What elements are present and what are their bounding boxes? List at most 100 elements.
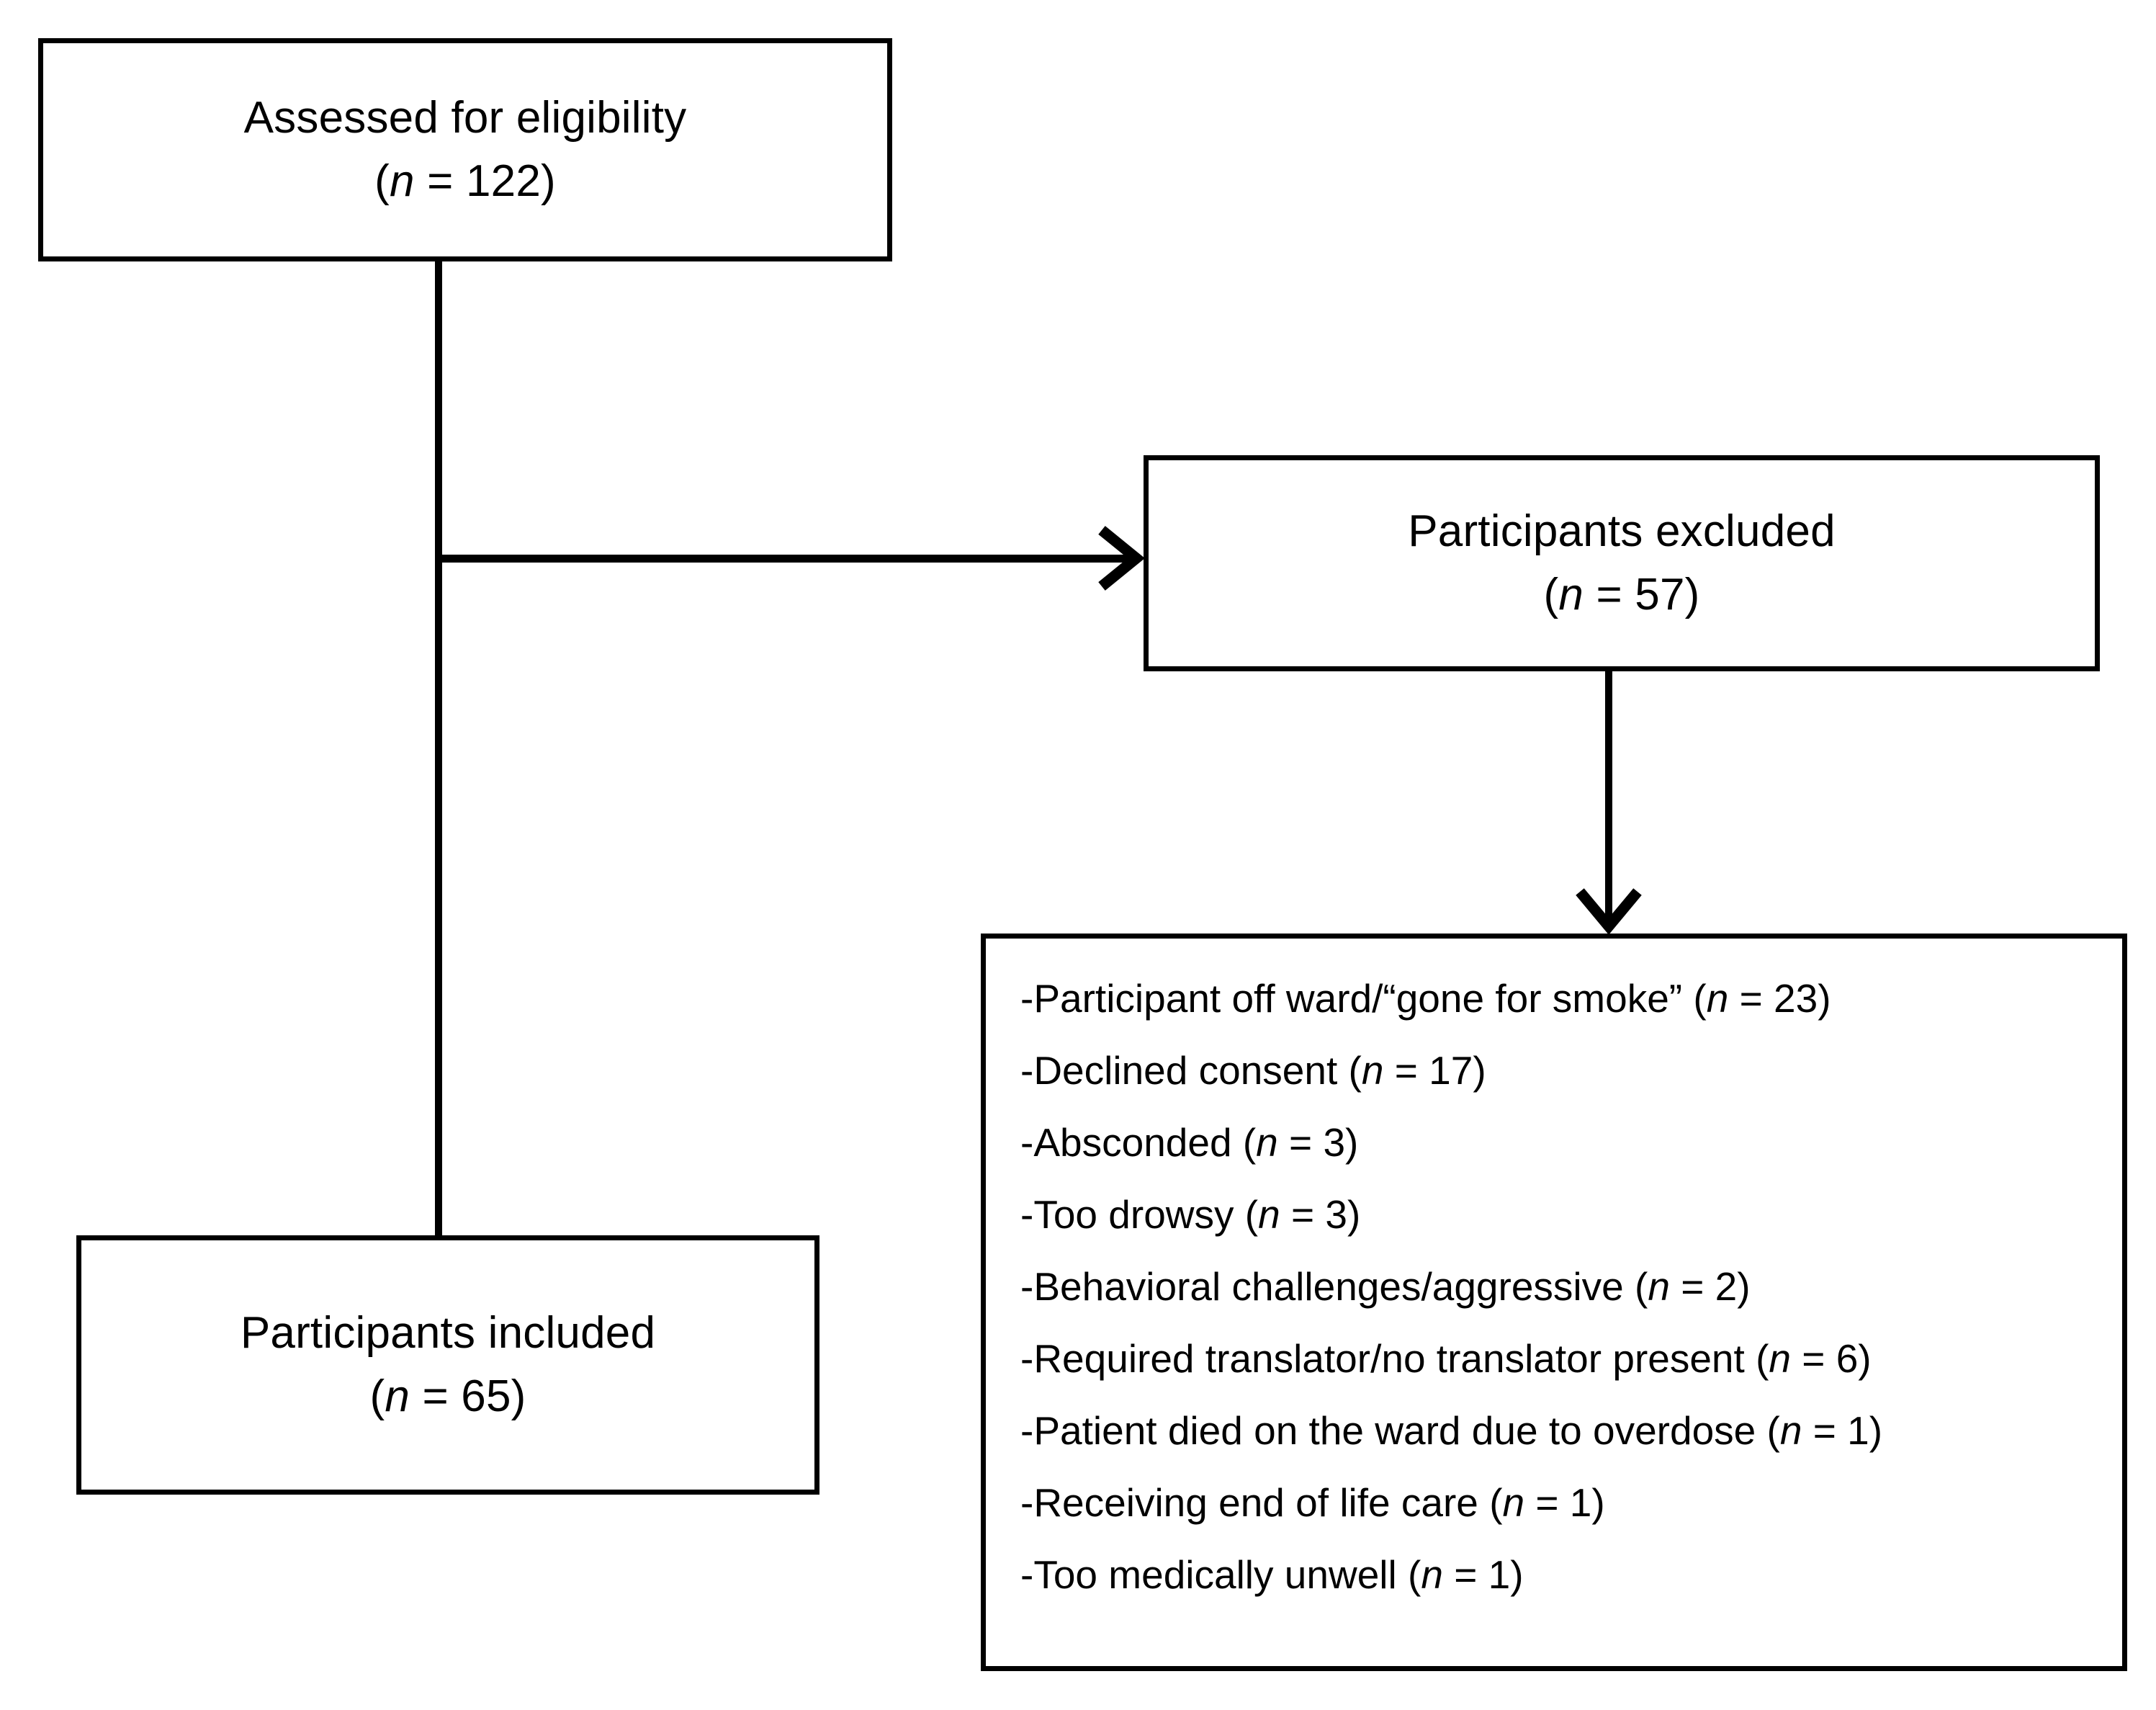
count-open-paren: ( (374, 156, 390, 206)
reason-count-equals: = (1280, 1192, 1326, 1237)
exclusion-reason-item: -Declined consent (n = 17) (1020, 1051, 2101, 1091)
count-equals: = (1584, 570, 1635, 619)
reason-text: Patient died on the ward due to overdose (1033, 1408, 1767, 1453)
reason-count-n-variable: n (1648, 1264, 1670, 1309)
reason-count-value: 6 (1836, 1336, 1859, 1381)
reason-count-open-paren: ( (1489, 1480, 1503, 1525)
node-included-label: Participants included (240, 1307, 656, 1358)
reason-count-n-variable: n (1258, 1192, 1280, 1237)
reason-count-equals: = (1383, 1048, 1429, 1093)
reason-text: Declined consent (1033, 1048, 1349, 1093)
node-excluded-label: Participants excluded (1408, 506, 1836, 556)
reason-bullet-dash: - (1020, 1264, 1034, 1309)
reason-text: Too medically unwell (1033, 1552, 1409, 1597)
count-value: 65 (461, 1371, 511, 1421)
reason-count-n-variable: n (1779, 1408, 1802, 1453)
reason-count-close-paren: ) (1818, 976, 1831, 1021)
count-n-variable: n (1558, 570, 1584, 619)
reason-count-value: 1 (1488, 1552, 1511, 1597)
connector-assessed-to-included (435, 260, 442, 1238)
reason-text: Too drowsy (1033, 1192, 1245, 1237)
node-assessed-count: (n = 122) (374, 150, 556, 213)
reason-count-equals: = (1728, 976, 1774, 1021)
reason-count-n-variable: n (1502, 1480, 1525, 1525)
count-close-paren: ) (541, 156, 556, 206)
reason-bullet-dash: - (1020, 1192, 1034, 1237)
reason-count-close-paren: ) (1473, 1048, 1486, 1093)
reason-count-equals: = (1802, 1408, 1848, 1453)
count-close-paren: ) (1684, 570, 1700, 619)
exclusion-reason-item: -Too medically unwell (n = 1) (1020, 1555, 2101, 1595)
node-included-count: (n = 65) (369, 1365, 526, 1428)
reason-text: Participant off ward/“gone for smoke” (1033, 976, 1694, 1021)
reason-count-open-paren: ( (1635, 1264, 1648, 1309)
node-participants-excluded: Participants excluded (n = 57) (1144, 455, 2100, 671)
reason-bullet-dash: - (1020, 1480, 1034, 1525)
reason-text: Behavioral challenges/aggressive (1033, 1264, 1635, 1309)
arrowhead-right-icon (1098, 526, 1145, 591)
reason-bullet-dash: - (1020, 976, 1034, 1021)
reason-count-close-paren: ) (1347, 1192, 1361, 1237)
reason-count-n-variable: n (1361, 1048, 1384, 1093)
reason-count-open-paren: ( (1408, 1552, 1421, 1597)
count-equals: = (410, 1371, 462, 1421)
arrowhead-down-icon (1576, 888, 1642, 935)
reason-count-equals: = (1442, 1552, 1488, 1597)
reason-count-value: 1 (1847, 1408, 1869, 1453)
exclusion-reason-item: -Behavioral challenges/aggressive (n = 2… (1020, 1267, 2101, 1307)
exclusion-reason-item: -Receiving end of life care (n = 1) (1020, 1483, 2101, 1523)
count-open-paren: ( (369, 1371, 385, 1421)
reason-count-value: 17 (1429, 1048, 1473, 1093)
reason-count-close-paren: ) (1858, 1336, 1872, 1381)
reason-count-n-variable: n (1256, 1120, 1278, 1165)
exclusion-reason-item: -Too drowsy (n = 3) (1020, 1195, 2101, 1235)
connector-excluded-to-reasons (1605, 670, 1612, 926)
node-excluded-count: (n = 57) (1543, 563, 1699, 627)
exclusion-reason-item: -Participant off ward/“gone for smoke” (… (1020, 979, 2101, 1019)
reason-count-value: 2 (1715, 1264, 1738, 1309)
reason-count-close-paren: ) (1345, 1120, 1359, 1165)
reason-count-value: 3 (1323, 1120, 1346, 1165)
count-n-variable: n (390, 156, 415, 206)
count-open-paren: ( (1543, 570, 1559, 619)
reason-count-close-paren: ) (1869, 1408, 1883, 1453)
node-assessed-label: Assessed for eligibility (243, 92, 687, 143)
count-value: 122 (465, 156, 541, 206)
reason-count-equals: = (1524, 1480, 1570, 1525)
node-participants-included: Participants included (n = 65) (76, 1235, 819, 1495)
connector-assessed-to-excluded (435, 555, 1137, 563)
reason-bullet-dash: - (1020, 1336, 1034, 1381)
node-exclusion-reasons-list: -Participant off ward/“gone for smoke” (… (981, 934, 2127, 1671)
reason-count-close-paren: ) (1510, 1552, 1524, 1597)
reason-count-value: 3 (1325, 1192, 1347, 1237)
reason-count-open-paren: ( (1693, 976, 1707, 1021)
reason-count-equals: = (1277, 1120, 1324, 1165)
reason-count-value: 23 (1774, 976, 1818, 1021)
count-close-paren: ) (511, 1371, 526, 1421)
reason-count-n-variable: n (1769, 1336, 1792, 1381)
reason-bullet-dash: - (1020, 1408, 1034, 1453)
reason-bullet-dash: - (1020, 1552, 1034, 1597)
reason-text: Required translator/no translator presen… (1033, 1336, 1756, 1381)
reason-count-close-paren: ) (1591, 1480, 1605, 1525)
reason-count-open-paren: ( (1244, 1192, 1259, 1237)
reason-count-n-variable: n (1421, 1552, 1443, 1597)
reason-count-n-variable: n (1706, 976, 1729, 1021)
reason-count-equals: = (1791, 1336, 1836, 1381)
reason-text: Absconded (1033, 1120, 1243, 1165)
reason-count-equals: = (1669, 1264, 1715, 1309)
exclusion-reason-item: -Patient died on the ward due to overdos… (1020, 1411, 2101, 1451)
reason-count-close-paren: ) (1737, 1264, 1751, 1309)
reason-text: Receiving end of life care (1033, 1480, 1490, 1525)
reason-count-open-paren: ( (1348, 1048, 1362, 1093)
exclusion-reason-item: -Absconded (n = 3) (1020, 1123, 2101, 1163)
exclusion-reason-item: -Required translator/no translator prese… (1020, 1339, 2101, 1379)
reason-bullet-dash: - (1020, 1048, 1034, 1093)
reason-bullet-dash: - (1020, 1120, 1034, 1165)
count-n-variable: n (385, 1371, 410, 1421)
node-assessed-for-eligibility: Assessed for eligibility (n = 122) (38, 38, 892, 261)
reason-count-open-paren: ( (1756, 1336, 1769, 1381)
reason-count-open-paren: ( (1766, 1408, 1780, 1453)
reason-count-value: 1 (1569, 1480, 1592, 1525)
